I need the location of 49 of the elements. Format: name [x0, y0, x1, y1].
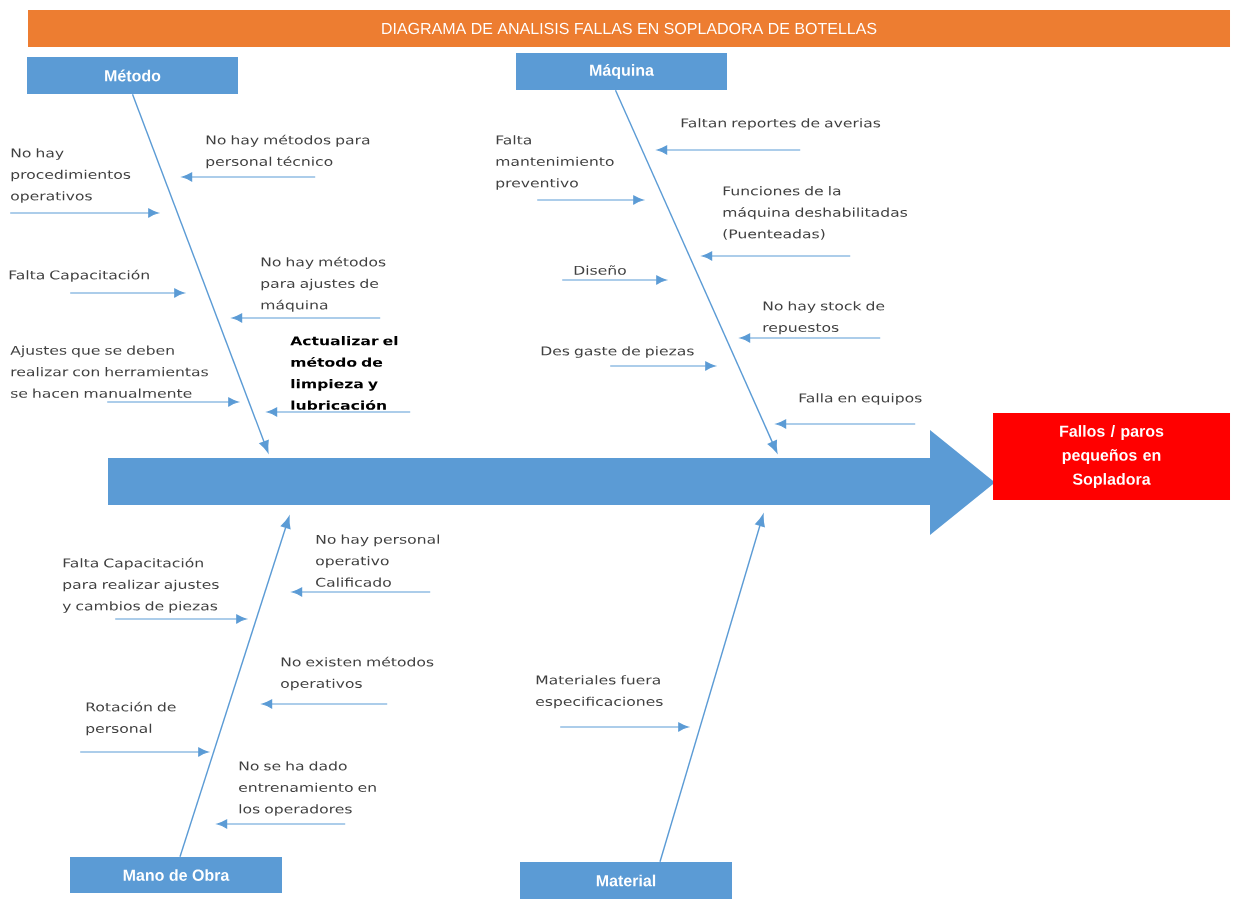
arrow	[216, 819, 346, 829]
arrow	[609, 361, 716, 371]
cause-text: Falta Capacitación para realizar ajustes y cambios de piezas	[62, 557, 219, 613]
cause-text: Faltan reportes de averias	[681, 118, 881, 130]
arrow	[9, 208, 159, 218]
arrow	[656, 145, 801, 155]
category-box: Método	[27, 57, 238, 94]
arrow	[231, 313, 381, 323]
cause-text: Falla en equipos	[799, 393, 922, 405]
arrow	[106, 397, 239, 407]
cause-text: No hay métodos para personal técnico	[206, 134, 370, 169]
arrow	[739, 333, 881, 343]
cause-text: Rotación de personal	[86, 701, 176, 736]
cause-text: No hay stock de repuestos	[763, 301, 885, 335]
cause-text: Des gaste de piezas	[541, 346, 694, 358]
spine-arrow	[108, 430, 995, 535]
effect-box: Fallos / paros pequeños en Sopladora	[993, 413, 1230, 500]
cause-text: No se ha dado entrenamiento en los operadores	[239, 761, 376, 816]
arrow	[614, 89, 778, 453]
arrow	[659, 514, 765, 863]
arrow	[775, 419, 916, 429]
cause-text: Falta Capacitación	[9, 269, 149, 282]
arrow	[131, 93, 269, 453]
cause-text: Materiales fuera especificaciones	[536, 675, 663, 709]
arrow	[266, 407, 411, 417]
arrow	[179, 516, 291, 858]
arrow	[261, 699, 388, 709]
title-banner: DIAGRAMA DE ANALISIS FALLAS EN SOPLADORA DE BOTELLAS	[28, 10, 1230, 47]
arrow	[181, 172, 316, 182]
category-box: Material	[520, 862, 732, 899]
cause-text: Ajustes que se deben realizar con herramientas se hacen manualmente	[10, 345, 208, 398]
arrow	[69, 288, 185, 298]
cause-text: No hay métodos para ajustes de máquina	[261, 256, 386, 312]
cause-text: Actualizar el método de limpieza y lubricación	[290, 336, 398, 410]
cause-text: No hay procedimientos operativos	[11, 148, 131, 203]
arrow	[561, 275, 667, 285]
arrow	[114, 614, 247, 624]
arrow	[536, 195, 644, 205]
cause-text: Falta mantenimiento preventivo	[496, 135, 614, 190]
cause-text: No hay personal operativo Calificado	[316, 534, 439, 587]
cause-text: Diseño	[574, 265, 626, 275]
arrow	[559, 722, 689, 732]
arrow	[701, 251, 851, 261]
arrow	[291, 587, 431, 597]
arrow	[79, 747, 209, 757]
category-box: Mano de Obra	[70, 857, 282, 893]
category-box: Máquina	[516, 53, 727, 90]
cause-text: No existen métodos operativos	[281, 656, 434, 691]
cause-text: Funciones de la máquina deshabilitadas (Puenteadas)	[723, 186, 908, 240]
